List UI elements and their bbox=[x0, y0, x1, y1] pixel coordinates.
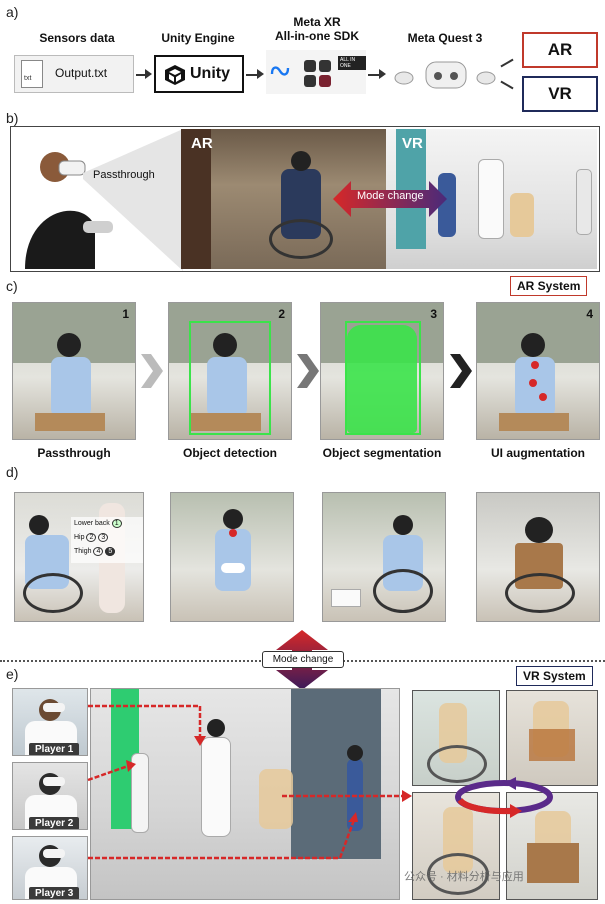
segmentation-mask bbox=[347, 325, 417, 433]
legend-badge-3: 3 bbox=[98, 533, 109, 542]
arrow-1 bbox=[136, 74, 146, 76]
sdk-title: Meta XR All-in-one SDK bbox=[262, 15, 372, 44]
panel-label-c: c) bbox=[6, 278, 18, 294]
mode-change-double-arrow bbox=[333, 181, 447, 217]
vr-box: VR bbox=[522, 76, 598, 112]
chevron-right-icon-1 bbox=[141, 354, 163, 388]
panel-label-a: a) bbox=[6, 4, 19, 20]
user-with-headset-figure bbox=[25, 152, 113, 269]
sdk-badge: ALL IN ONE bbox=[338, 56, 366, 70]
ar-box: AR bbox=[522, 32, 598, 68]
player-1-photo: Player 1 bbox=[12, 688, 88, 756]
arrow-1-head bbox=[145, 69, 152, 79]
arrow-3-head bbox=[379, 69, 386, 79]
step-4-caption: UI augmentation bbox=[490, 446, 585, 460]
step-1-caption: Passthrough bbox=[37, 446, 111, 460]
legend-lower-back: Lower back bbox=[74, 520, 110, 527]
arrow-2-head bbox=[257, 69, 264, 79]
sdk-logo-box: ALL IN ONE bbox=[266, 50, 366, 94]
step-1-photo: 1 bbox=[12, 302, 136, 440]
step-2-caption: Object detection bbox=[182, 446, 277, 460]
arrow-3 bbox=[368, 74, 380, 76]
mode-change-label-b: Mode change bbox=[357, 190, 424, 202]
sdk-title-line-2: All-in-one SDK bbox=[275, 28, 359, 43]
arrow-vr bbox=[500, 80, 514, 90]
panel-label-b: b) bbox=[6, 110, 19, 126]
quest-title: Meta Quest 3 bbox=[407, 31, 483, 45]
legend-badge-4: 4 bbox=[93, 547, 104, 556]
panel-label-e: e) bbox=[6, 666, 19, 682]
detection-box bbox=[189, 321, 271, 435]
legend-hip: Hip bbox=[74, 534, 85, 541]
sensor-view-1-photo: Lower back 1 Hip 2 3 Thigh 4 5 bbox=[14, 492, 144, 622]
file-ext-label: txt bbox=[24, 75, 32, 82]
segmentation-box bbox=[345, 321, 421, 435]
vr-view-3 bbox=[412, 792, 500, 900]
chevron-right-icon-3 bbox=[450, 354, 472, 388]
player-3-label: Player 3 bbox=[29, 887, 80, 899]
player-3-photo: Player 3 bbox=[12, 836, 88, 900]
passthrough-label: Passthrough bbox=[93, 169, 155, 181]
sensors-file-box: txt Output.txt bbox=[14, 55, 134, 93]
sensor-view-3-photo bbox=[322, 492, 446, 622]
legend-badge-2: 2 bbox=[86, 533, 97, 542]
sensor-view-2-photo bbox=[170, 492, 294, 622]
vr-label: VR bbox=[402, 135, 423, 152]
sensor-legend: Lower back 1 Hip 2 3 Thigh 4 5 bbox=[71, 517, 143, 563]
ar-system-label: AR System bbox=[510, 276, 588, 296]
file-name: Output.txt bbox=[55, 66, 108, 80]
unity-title: Unity Engine bbox=[161, 31, 235, 45]
step-2-number: 2 bbox=[278, 307, 285, 321]
unity-logo-box: Unity bbox=[154, 55, 244, 93]
legend-thigh: Thigh bbox=[74, 548, 92, 555]
sdk-title-line-1: Meta XR bbox=[293, 15, 341, 29]
rotate-view-icon bbox=[455, 777, 553, 818]
ar-label: AR bbox=[191, 135, 213, 152]
step-3-caption: Object segmentation bbox=[322, 446, 442, 460]
sdk-grid-icon bbox=[304, 60, 332, 88]
watermark: 公众号 · 材料分析与应用 bbox=[404, 871, 524, 883]
step-1-number: 1 bbox=[122, 307, 129, 321]
quest-headset-icon bbox=[394, 61, 496, 89]
vr-hospital-scene bbox=[90, 688, 400, 900]
unity-logo-text: Unity bbox=[190, 65, 230, 82]
player-2-photo: Player 2 bbox=[12, 762, 88, 830]
passthrough-beam bbox=[83, 129, 183, 271]
file-icon: txt bbox=[21, 60, 43, 88]
legend-badge-1: 1 bbox=[111, 519, 122, 528]
step-4-photo: 4 bbox=[476, 302, 600, 440]
panel-b-frame: Passthrough AR VR Mode change bbox=[10, 126, 600, 272]
legend-badge-5: 5 bbox=[105, 547, 116, 556]
sensor-view-4-photo bbox=[476, 492, 600, 622]
chevron-right-icon-2 bbox=[297, 354, 319, 388]
arrow-ar bbox=[500, 58, 514, 68]
player-mapping-arrows bbox=[87, 704, 412, 860]
vr-view-1 bbox=[412, 690, 500, 786]
player-2-label: Player 2 bbox=[29, 817, 80, 829]
sensors-title: Sensors data bbox=[39, 31, 115, 45]
mode-change-label: Mode change bbox=[262, 651, 344, 668]
vr-system-label: VR System bbox=[516, 666, 593, 686]
meta-logo-icon bbox=[270, 66, 290, 76]
step-2-photo: 2 bbox=[168, 302, 292, 440]
step-3-photo: 3 bbox=[320, 302, 444, 440]
player-1-label: Player 1 bbox=[29, 743, 80, 755]
unity-cube-icon bbox=[165, 65, 185, 85]
vr-view-2 bbox=[506, 690, 598, 786]
panel-label-d: d) bbox=[6, 464, 19, 480]
step-4-number: 4 bbox=[586, 307, 593, 321]
step-3-number: 3 bbox=[430, 307, 437, 321]
arrow-2 bbox=[246, 74, 258, 76]
